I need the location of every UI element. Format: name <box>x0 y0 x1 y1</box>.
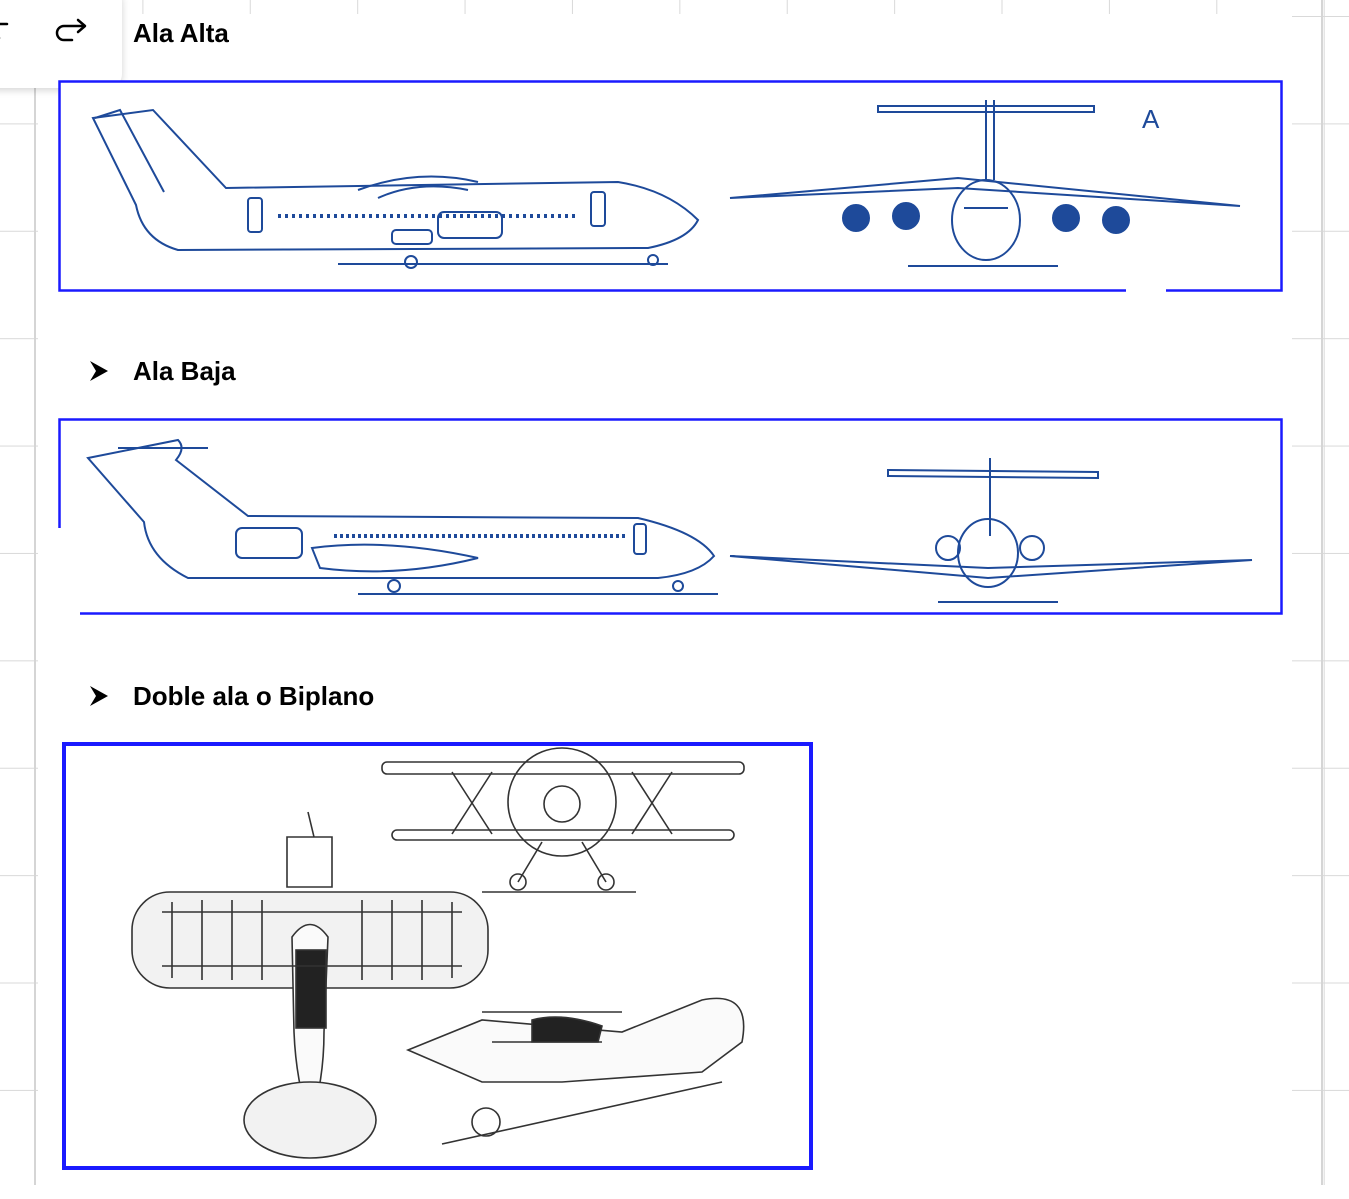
figure-ala-baja <box>58 418 1283 618</box>
undo-button[interactable] <box>0 16 20 46</box>
bullet-arrow-icon <box>90 361 108 381</box>
undo-icon <box>0 22 9 39</box>
bullet-arrow-icon <box>90 686 108 706</box>
page-border-left <box>34 0 36 1185</box>
figure-ala-alta: A <box>58 80 1283 294</box>
ala-baja-side-view <box>86 438 718 595</box>
ala-alta-front-view <box>729 100 1241 267</box>
undo-redo-toolbar <box>0 0 122 88</box>
corner-label: A <box>1142 104 1160 134</box>
ala-alta-side-view <box>91 108 700 269</box>
biplano-front-view <box>381 747 745 893</box>
biplano-top-view <box>131 811 489 1159</box>
redo-button[interactable] <box>52 16 92 46</box>
redo-icon <box>55 18 87 42</box>
page-border-right <box>1321 0 1323 1185</box>
biplano-side-view <box>405 997 745 1145</box>
figure-biplano <box>62 742 813 1170</box>
heading-biplano: Doble ala o Biplano <box>133 681 375 711</box>
heading-ala-alta: Ala Alta <box>133 18 229 48</box>
heading-ala-baja: Ala Baja <box>133 356 236 386</box>
ala-baja-front-view <box>729 458 1253 603</box>
